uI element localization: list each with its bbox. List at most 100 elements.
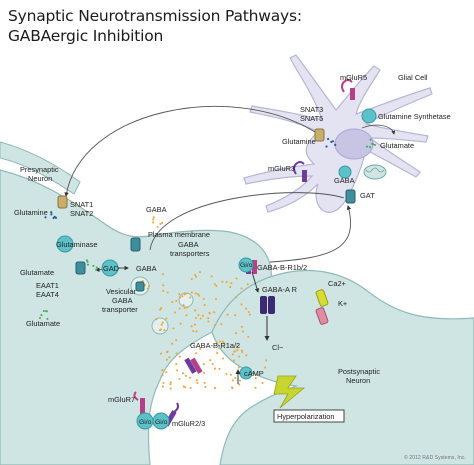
gaba-dot — [169, 381, 172, 384]
snat3-snat5-transporter — [314, 128, 325, 142]
glutamate-dot — [42, 309, 45, 313]
gaba-dot — [173, 311, 176, 314]
gi-o-to-channels-arrow — [251, 271, 260, 293]
gaba-transporters-label-line-1: GABA — [178, 240, 199, 249]
gaba-dot — [201, 314, 205, 317]
gaba-dot — [161, 321, 164, 324]
gaba-dot — [210, 275, 213, 278]
gaba-dot — [195, 352, 198, 355]
gaba-dot — [202, 363, 205, 366]
gi-o-bottom-left-label: Gi/o — [139, 419, 152, 426]
gaba-dot — [178, 377, 181, 381]
mglur7-label: mGluR7 — [108, 395, 135, 404]
glial-mitochondrion — [363, 164, 387, 180]
gaba-dot — [234, 376, 237, 380]
k-plus-label: K+ — [338, 299, 347, 308]
glutamine-dot — [50, 211, 53, 214]
gaba-dot — [263, 366, 267, 369]
gaba-dot — [218, 340, 222, 343]
gaba-dot — [160, 307, 163, 310]
gaba-dot — [240, 325, 243, 328]
glutamate-dot — [369, 146, 372, 149]
snat1-snat2-transporter — [57, 195, 68, 209]
gaba-dot — [190, 325, 193, 328]
gaba-dot — [165, 371, 168, 374]
copyright-notice: © 2012 R&D Systems, Inc. — [404, 454, 466, 461]
gi-o-protein-top — [238, 257, 254, 273]
gaba-dot — [179, 322, 182, 325]
gaba-dot — [152, 221, 155, 224]
gaba-dot — [152, 218, 155, 221]
gaba-dot — [169, 383, 172, 386]
gaba-dot — [204, 385, 207, 388]
glial-nucleus — [334, 128, 374, 160]
gaba-dot — [190, 277, 193, 281]
gaba-dot — [216, 352, 219, 355]
glutamate-molecules — [38, 138, 377, 320]
gaba-dot — [165, 358, 168, 361]
gaba-dot — [235, 277, 238, 280]
gaba-dot — [247, 310, 250, 314]
presynaptic-label-line-1: Presynaptic — [20, 165, 59, 174]
vesicular-gaba-transporter — [135, 281, 145, 292]
gaba-release-arc — [149, 192, 345, 251]
gaba-dot — [261, 381, 264, 385]
gaba-dot — [181, 295, 184, 298]
gaba-dot — [214, 323, 217, 327]
glutamate-dot — [373, 143, 377, 146]
gaba-dot — [231, 353, 234, 356]
gaba-dot — [245, 354, 248, 357]
gaba-dot — [229, 286, 232, 289]
gaba-dot — [213, 283, 216, 286]
gaba-dot — [148, 285, 151, 288]
glutaminase-enzyme — [56, 235, 74, 253]
glutamine-dot — [334, 143, 337, 146]
gaba-a-r-label: GABA-A R — [262, 285, 297, 294]
gaba-dot — [213, 387, 217, 390]
gaba-dot — [198, 294, 201, 297]
gaba-dot — [196, 381, 199, 385]
gaba-dot — [247, 335, 250, 338]
gaba-dot — [234, 314, 237, 317]
gaba-dot — [240, 303, 243, 306]
gaba-dot — [226, 313, 229, 316]
gaba-dot — [254, 376, 257, 380]
gaba-dot — [214, 298, 218, 301]
hyperpolarization-box — [273, 409, 345, 423]
gaba-dot — [159, 328, 162, 331]
mglur3-receptor — [293, 161, 307, 182]
gaba-dot — [231, 387, 234, 390]
vesicular-label-line-2: GABA — [112, 296, 133, 305]
gaba-dot — [189, 386, 192, 389]
gat-label: GAT — [360, 191, 375, 200]
gaba-dot — [225, 372, 228, 376]
gaba-dot — [195, 379, 198, 382]
gaba-dot — [152, 216, 155, 219]
gaba-dot — [254, 386, 257, 389]
gaba-dot — [175, 363, 178, 366]
gaba-dot — [225, 281, 228, 284]
glutamate-dot — [38, 316, 42, 320]
gaba-dot — [168, 356, 171, 359]
gaba-dot — [189, 296, 192, 299]
gaba-b-r1a2-label: GABA-B-R1a/2 — [190, 341, 240, 350]
gaba-dot — [185, 292, 188, 295]
gat-transporter — [345, 189, 356, 204]
diagram-title-line-1: Synaptic Neurotransmission Pathways: — [8, 7, 302, 25]
plasma-membrane-label: Plasma membrane — [148, 230, 210, 239]
gaba-dot — [252, 371, 255, 374]
gaba-dot — [230, 282, 233, 285]
gaba-dot — [156, 225, 159, 229]
gaba-dot — [160, 323, 163, 326]
glutamate-dot — [92, 264, 95, 267]
gaba-dot — [144, 284, 147, 287]
gaba-dot — [229, 373, 232, 376]
gaba-dot — [199, 317, 202, 320]
camp-label: cAMP — [244, 369, 264, 378]
mglur5-label: mGluR5 — [340, 73, 367, 82]
gaba-dot — [207, 320, 210, 323]
glutamate-dot — [365, 145, 369, 148]
gaba-dot — [169, 387, 172, 390]
gaba-dot — [183, 307, 186, 310]
